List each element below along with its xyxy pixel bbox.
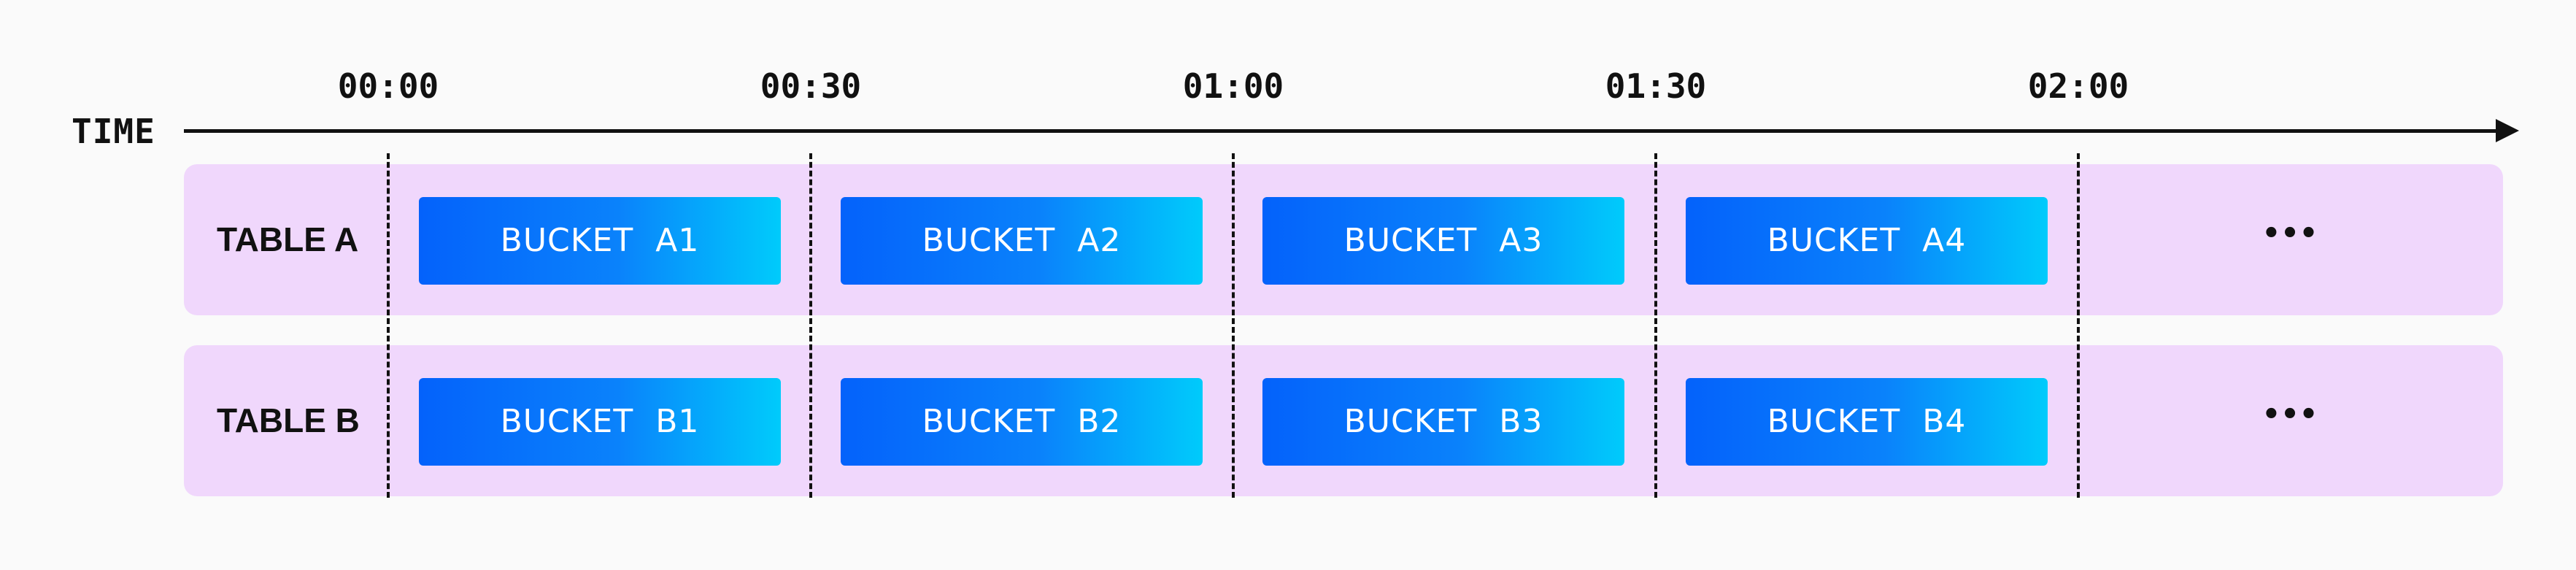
tick-label-0: 00:00 [337, 66, 439, 106]
time-axis-label: TIME [72, 112, 155, 151]
bucket-a1: BUCKET A1 [419, 197, 781, 285]
gridline-0100 [1232, 153, 1235, 498]
bucket-b3: BUCKET B3 [1262, 378, 1624, 466]
tick-label-3: 01:30 [1605, 66, 1707, 106]
time-axis-line [184, 129, 2501, 133]
table-b-label: TABLE B [217, 401, 360, 439]
tick-label-4: 02:00 [2027, 66, 2129, 106]
table-b-row: TABLE B BUCKET B1 BUCKET B2 BUCKET B3 BU… [184, 345, 2503, 496]
gridline-0030 [809, 153, 812, 498]
table-a-more-ellipsis: ••• [2261, 217, 2318, 250]
gridline-0200 [2077, 153, 2080, 498]
tick-label-2: 01:00 [1182, 66, 1284, 106]
bucket-b4: BUCKET B4 [1686, 378, 2048, 466]
time-axis-arrowhead [2496, 119, 2519, 142]
gridline-0000 [387, 153, 390, 498]
gridline-0130 [1654, 153, 1657, 498]
table-b-more-ellipsis: ••• [2261, 398, 2318, 431]
table-a-row: TABLE A BUCKET A1 BUCKET A2 BUCKET A3 BU… [184, 164, 2503, 315]
tick-label-1: 00:30 [760, 66, 862, 106]
bucket-b1: BUCKET B1 [419, 378, 781, 466]
table-a-label: TABLE A [217, 220, 359, 258]
bucket-a4: BUCKET A4 [1686, 197, 2048, 285]
bucket-a2: BUCKET A2 [841, 197, 1203, 285]
bucket-b2: BUCKET B2 [841, 378, 1203, 466]
bucket-a3: BUCKET A3 [1262, 197, 1624, 285]
